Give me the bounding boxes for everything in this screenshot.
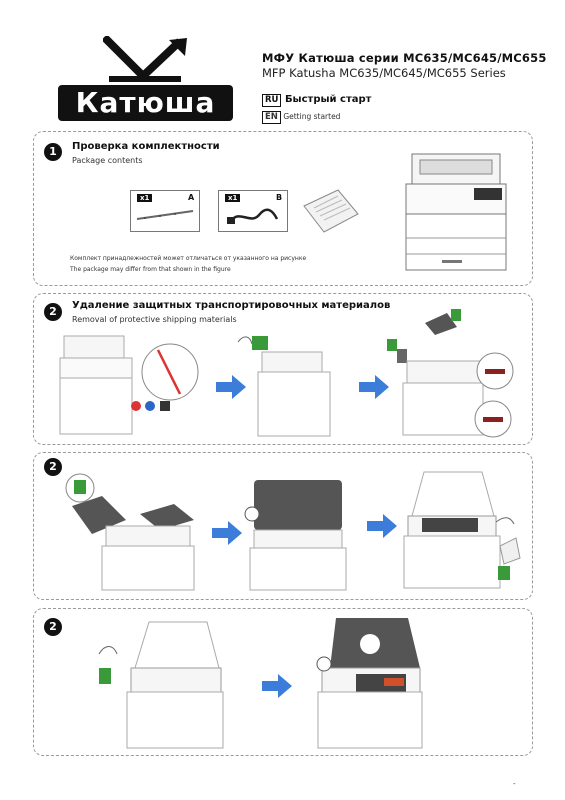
section-subtitle-en: Removal of protective shipping materials [72,315,237,324]
lang-text-en: Getting started [283,112,341,121]
scanner-glass-open-illustration [403,471,521,589]
lang-text-ru: Быстрый старт [284,94,372,105]
step-number-2: 2 [44,458,62,476]
section-subtitle-en: Package contents [72,156,143,165]
lang-badge-en: EN [262,111,281,124]
scanner-lock-release-illustration [316,618,423,749]
package-note-en: The package may differ from that shown i… [70,266,231,273]
mfp-printer-illustration [405,153,507,271]
printer-cover-removal-illustration [387,309,514,438]
section-removal-step-b [33,452,533,600]
kit-qty-b: x1 [225,194,241,202]
arrow-right-icon [212,521,242,545]
section-package-contents [33,131,533,286]
scanner-lid-open-illustration [98,621,224,749]
kit-item-b: x1 B [218,190,288,232]
brand-logo-wordmark: Катюша [58,85,233,121]
arrow-right-icon [367,514,397,538]
brand-logo-mark [103,36,187,82]
section-removal-step-a [33,293,533,445]
kit-item-a: x1 A [130,190,200,232]
kit-qty-a: x1 [137,194,153,202]
lang-row-en: EN Getting started [262,111,340,124]
package-note-ru: Комплект принадлежностей может отличатьс… [70,255,307,262]
title-ru: МФУ Катюша серии МС635/МС645/МС655 [262,51,547,65]
step-number-2: 2 [44,618,62,636]
power-cable-icon [227,208,279,224]
kit-letter-a: A [188,193,195,202]
printer-tape-removal-illustration [59,335,199,435]
section-title-ru: Удаление защитных транспортировочных мат… [72,300,391,311]
section-title-ru: Проверка комплектности [72,141,220,152]
rail-part-icon [136,210,194,220]
arrow-right-icon [359,375,389,399]
page-mark: - [513,780,516,788]
title-en: MFP Katusha MC635/MC645/MC655 Series [262,66,506,80]
document-feeder-lift-illustration [244,480,347,591]
lang-row-ru: RU Быстрый старт [262,94,371,107]
arrow-right-icon [262,674,292,698]
documentation-sheet-icon [303,189,359,233]
step-number-1: 1 [44,143,62,161]
step-number-2: 2 [44,303,62,321]
lang-badge-ru: RU [262,94,282,107]
scanner-film-removal-illustration [65,473,195,591]
printer-step-illustration [237,336,331,437]
kit-letter-b: B [276,193,283,202]
section-removal-step-c [33,608,533,756]
arrow-right-icon [216,375,246,399]
